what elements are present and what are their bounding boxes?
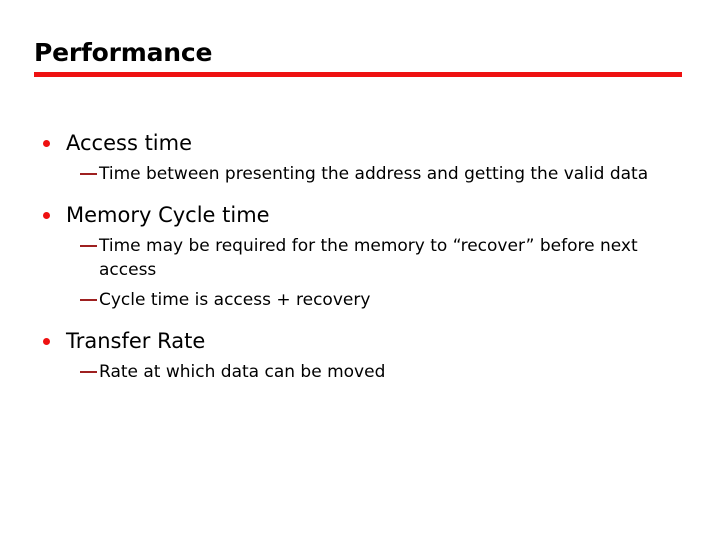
bullet-label: Transfer Rate [66, 329, 206, 353]
sub-bullet-item: Cycle time is access + recovery [0, 288, 720, 312]
sub-bullet-label: Rate at which data can be moved [99, 362, 386, 382]
sub-bullet-item: Time may be required for the memory to “… [0, 234, 720, 282]
sub-bullet-item: Time between presenting the address and … [0, 162, 720, 186]
bullet-item: Access time [0, 128, 720, 158]
bullet-item: Memory Cycle time [0, 200, 720, 230]
bullet-group: Access time Time between presenting the … [0, 128, 720, 186]
em-dash-icon [80, 245, 97, 247]
bullet-label: Memory Cycle time [66, 203, 270, 227]
sub-bullet-label: Time may be required for the memory to “… [99, 236, 638, 280]
bullet-group: Transfer Rate Rate at which data can be … [0, 326, 720, 384]
bullet-group: Memory Cycle time Time may be required f… [0, 200, 720, 312]
slide-body: Access time Time between presenting the … [0, 128, 720, 384]
bullet-dot-icon [43, 338, 50, 345]
sub-bullet-item: Rate at which data can be moved [0, 360, 720, 384]
bullet-dot-icon [43, 140, 50, 147]
bullet-item: Transfer Rate [0, 326, 720, 356]
page-title: Performance [34, 38, 213, 67]
em-dash-icon [80, 299, 97, 301]
em-dash-icon [80, 173, 97, 175]
title-underline-rule [34, 72, 682, 77]
sub-bullet-label: Cycle time is access + recovery [99, 290, 371, 310]
bullet-label: Access time [66, 131, 193, 155]
em-dash-icon [80, 371, 97, 373]
slide-title-block: Performance [34, 38, 682, 77]
bullet-dot-icon [43, 212, 50, 219]
sub-bullet-label: Time between presenting the address and … [99, 164, 649, 184]
